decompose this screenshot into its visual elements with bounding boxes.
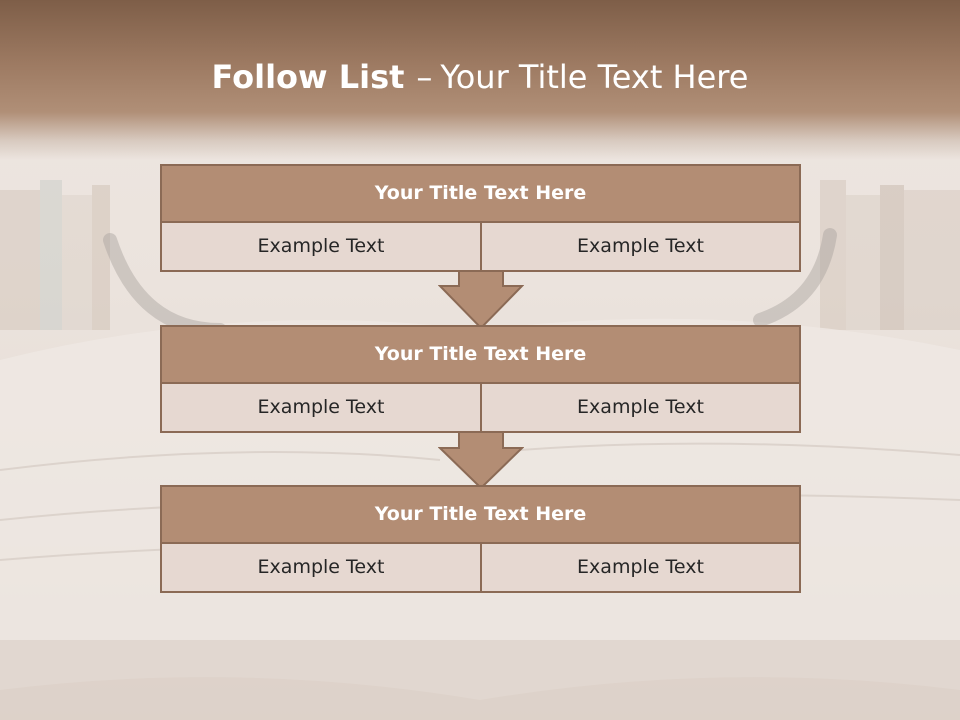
slide-title-separator: –: [416, 58, 433, 96]
step-cell-left: Example Text: [160, 221, 482, 272]
step-title: Your Title Text Here: [160, 485, 801, 544]
step-title: Your Title Text Here: [160, 164, 801, 223]
slide-title-rest: Your Title Text Here: [440, 58, 749, 96]
down-arrow-icon: [438, 430, 524, 490]
step-cell-left: Example Text: [160, 542, 482, 593]
step-cell-right: Example Text: [480, 221, 801, 272]
step-cell-right: Example Text: [480, 542, 801, 593]
step-cell-right: Example Text: [480, 382, 801, 433]
header-band: [0, 0, 960, 160]
step-title: Your Title Text Here: [160, 325, 801, 384]
slide-title-bold: Follow List: [211, 58, 405, 96]
slide-title: Follow List–Your Title Text Here: [0, 54, 960, 100]
step-cell-left: Example Text: [160, 382, 482, 433]
down-arrow-icon: [438, 268, 524, 330]
